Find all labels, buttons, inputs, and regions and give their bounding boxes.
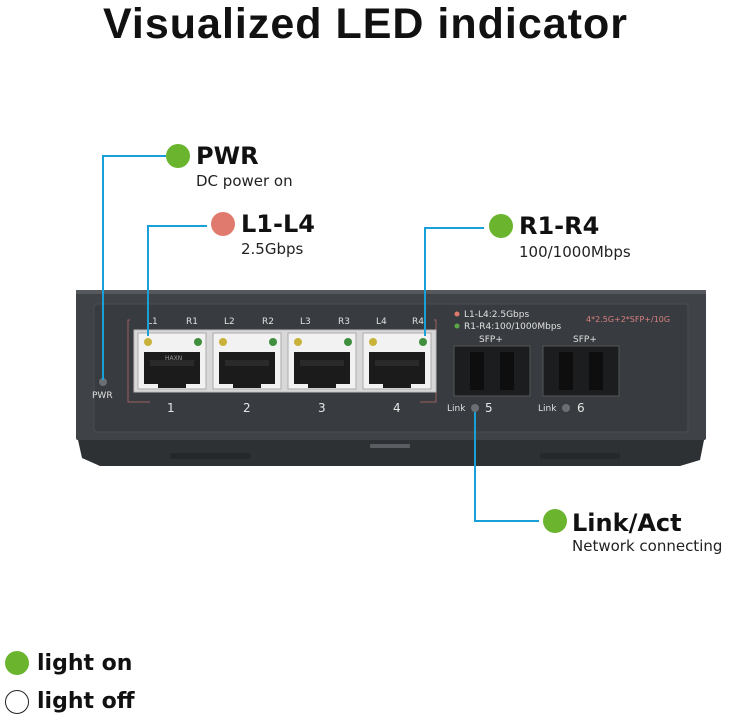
port-top-label: R1: [186, 317, 198, 327]
l1l4-indicator-dot: [211, 212, 235, 236]
light-on-legend-label: light on: [37, 651, 133, 676]
port-number: 4: [393, 401, 401, 415]
l2-led: [219, 338, 227, 346]
rj45-port-2[interactable]: [212, 332, 282, 390]
port-number: 1: [167, 401, 175, 415]
r2-led: [269, 338, 277, 346]
light-off-legend-dot: [5, 690, 29, 714]
pwr-callout-title: PWR: [196, 142, 259, 170]
port-top-label: L1: [147, 317, 158, 327]
port-number: 2: [243, 401, 251, 415]
rj45-port-4[interactable]: [362, 332, 432, 390]
rj45-port-1[interactable]: HAXN: [137, 332, 207, 390]
r1r4-callout-title: R1-R4: [519, 212, 600, 240]
port-number: 5: [485, 401, 493, 415]
l1l4-callout-title: L1-L4: [241, 210, 315, 238]
r1-led: [194, 338, 202, 346]
pwr-callout-line: [102, 155, 166, 380]
pwr-callout-desc: DC power on: [196, 172, 293, 190]
device-legend-r: R1-R4:100/1000Mbps: [464, 322, 562, 332]
link-led-6: [562, 404, 570, 412]
pwr-led: [99, 378, 107, 386]
link-led-5: [471, 404, 479, 412]
link-indicator-dot: [543, 509, 567, 533]
switch-chassis: [78, 440, 704, 466]
r1r4-callout-desc: 100/1000Mbps: [519, 243, 631, 261]
rj45-port-3[interactable]: [287, 332, 357, 390]
sfp-port-6[interactable]: SFP+ Link 6: [538, 335, 620, 415]
port-top-label: R3: [338, 317, 350, 327]
link-label: Link: [447, 404, 466, 414]
r3-led: [344, 338, 352, 346]
sfp-label: SFP+: [573, 335, 597, 345]
sfp-cage-5: [453, 345, 531, 397]
sfp-label: SFP+: [479, 335, 503, 345]
sfp-port-5[interactable]: SFP+ Link 5: [447, 335, 531, 415]
port-top-label: R4: [412, 317, 424, 327]
l1l4-callout-line: [147, 225, 207, 336]
r4-led: [419, 338, 427, 346]
sfp-cage-6: [542, 345, 620, 397]
light-off-legend-label: light off: [37, 689, 135, 714]
r1r4-indicator-dot: [489, 214, 513, 238]
page-title: Visualized LED indicator: [103, 0, 628, 48]
svg-text:HAXN: HAXN: [165, 355, 182, 362]
port-top-label: L4: [376, 317, 387, 327]
light-on-legend-dot: [5, 651, 29, 675]
r1r4-callout-line: [424, 227, 484, 336]
link-callout-desc: Network connecting: [572, 537, 723, 555]
port-number: 6: [577, 401, 585, 415]
device-legend-l: L1-L4:2.5Gbps: [464, 310, 529, 320]
pwr-indicator-dot: [166, 144, 190, 168]
port-top-label: R2: [262, 317, 274, 327]
port-top-label: L3: [300, 317, 311, 327]
pwr-label: PWR: [92, 391, 113, 401]
link-label: Link: [538, 404, 557, 414]
l1l4-callout-desc: 2.5Gbps: [241, 240, 304, 258]
model-text: 4*2.5G+2*SFP+/10G: [586, 315, 670, 324]
link-callout-title: Link/Act: [572, 509, 682, 537]
port-top-label: L2: [224, 317, 235, 327]
l1-led: [144, 338, 152, 346]
l3-led: [294, 338, 302, 346]
l4-led: [369, 338, 377, 346]
port-number: 3: [318, 401, 326, 415]
link-callout-line: [474, 412, 539, 522]
